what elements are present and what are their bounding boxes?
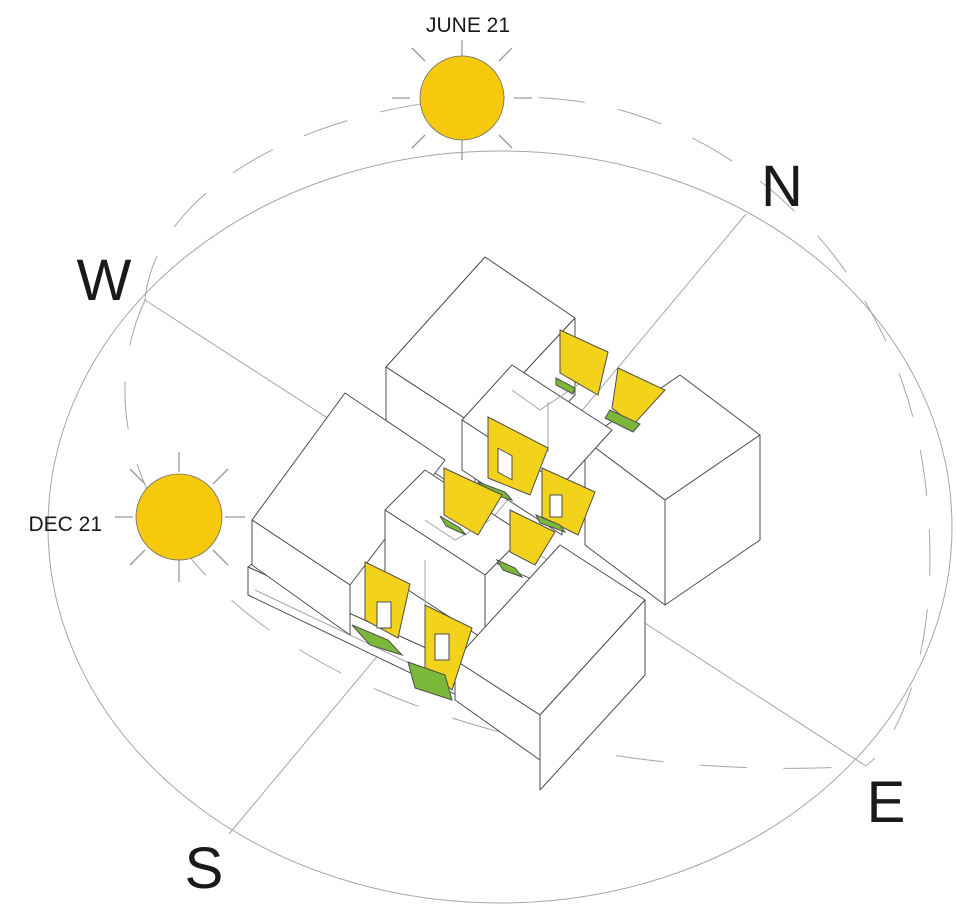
- building-model: [247, 256, 761, 791]
- north-label: N: [761, 154, 803, 219]
- summer-sun: [392, 40, 532, 160]
- winter-sun-label: DEC 21: [28, 513, 102, 536]
- west-label: W: [77, 248, 132, 313]
- east-label: E: [867, 770, 906, 835]
- summer-sun-label: JUNE 21: [426, 14, 510, 37]
- winter-sun: [115, 452, 245, 582]
- south-label: S: [185, 836, 224, 901]
- winter-sun-path: [124, 299, 867, 769]
- summer-sun-path: [144, 96, 931, 767]
- horizon-circle: [47, 150, 953, 904]
